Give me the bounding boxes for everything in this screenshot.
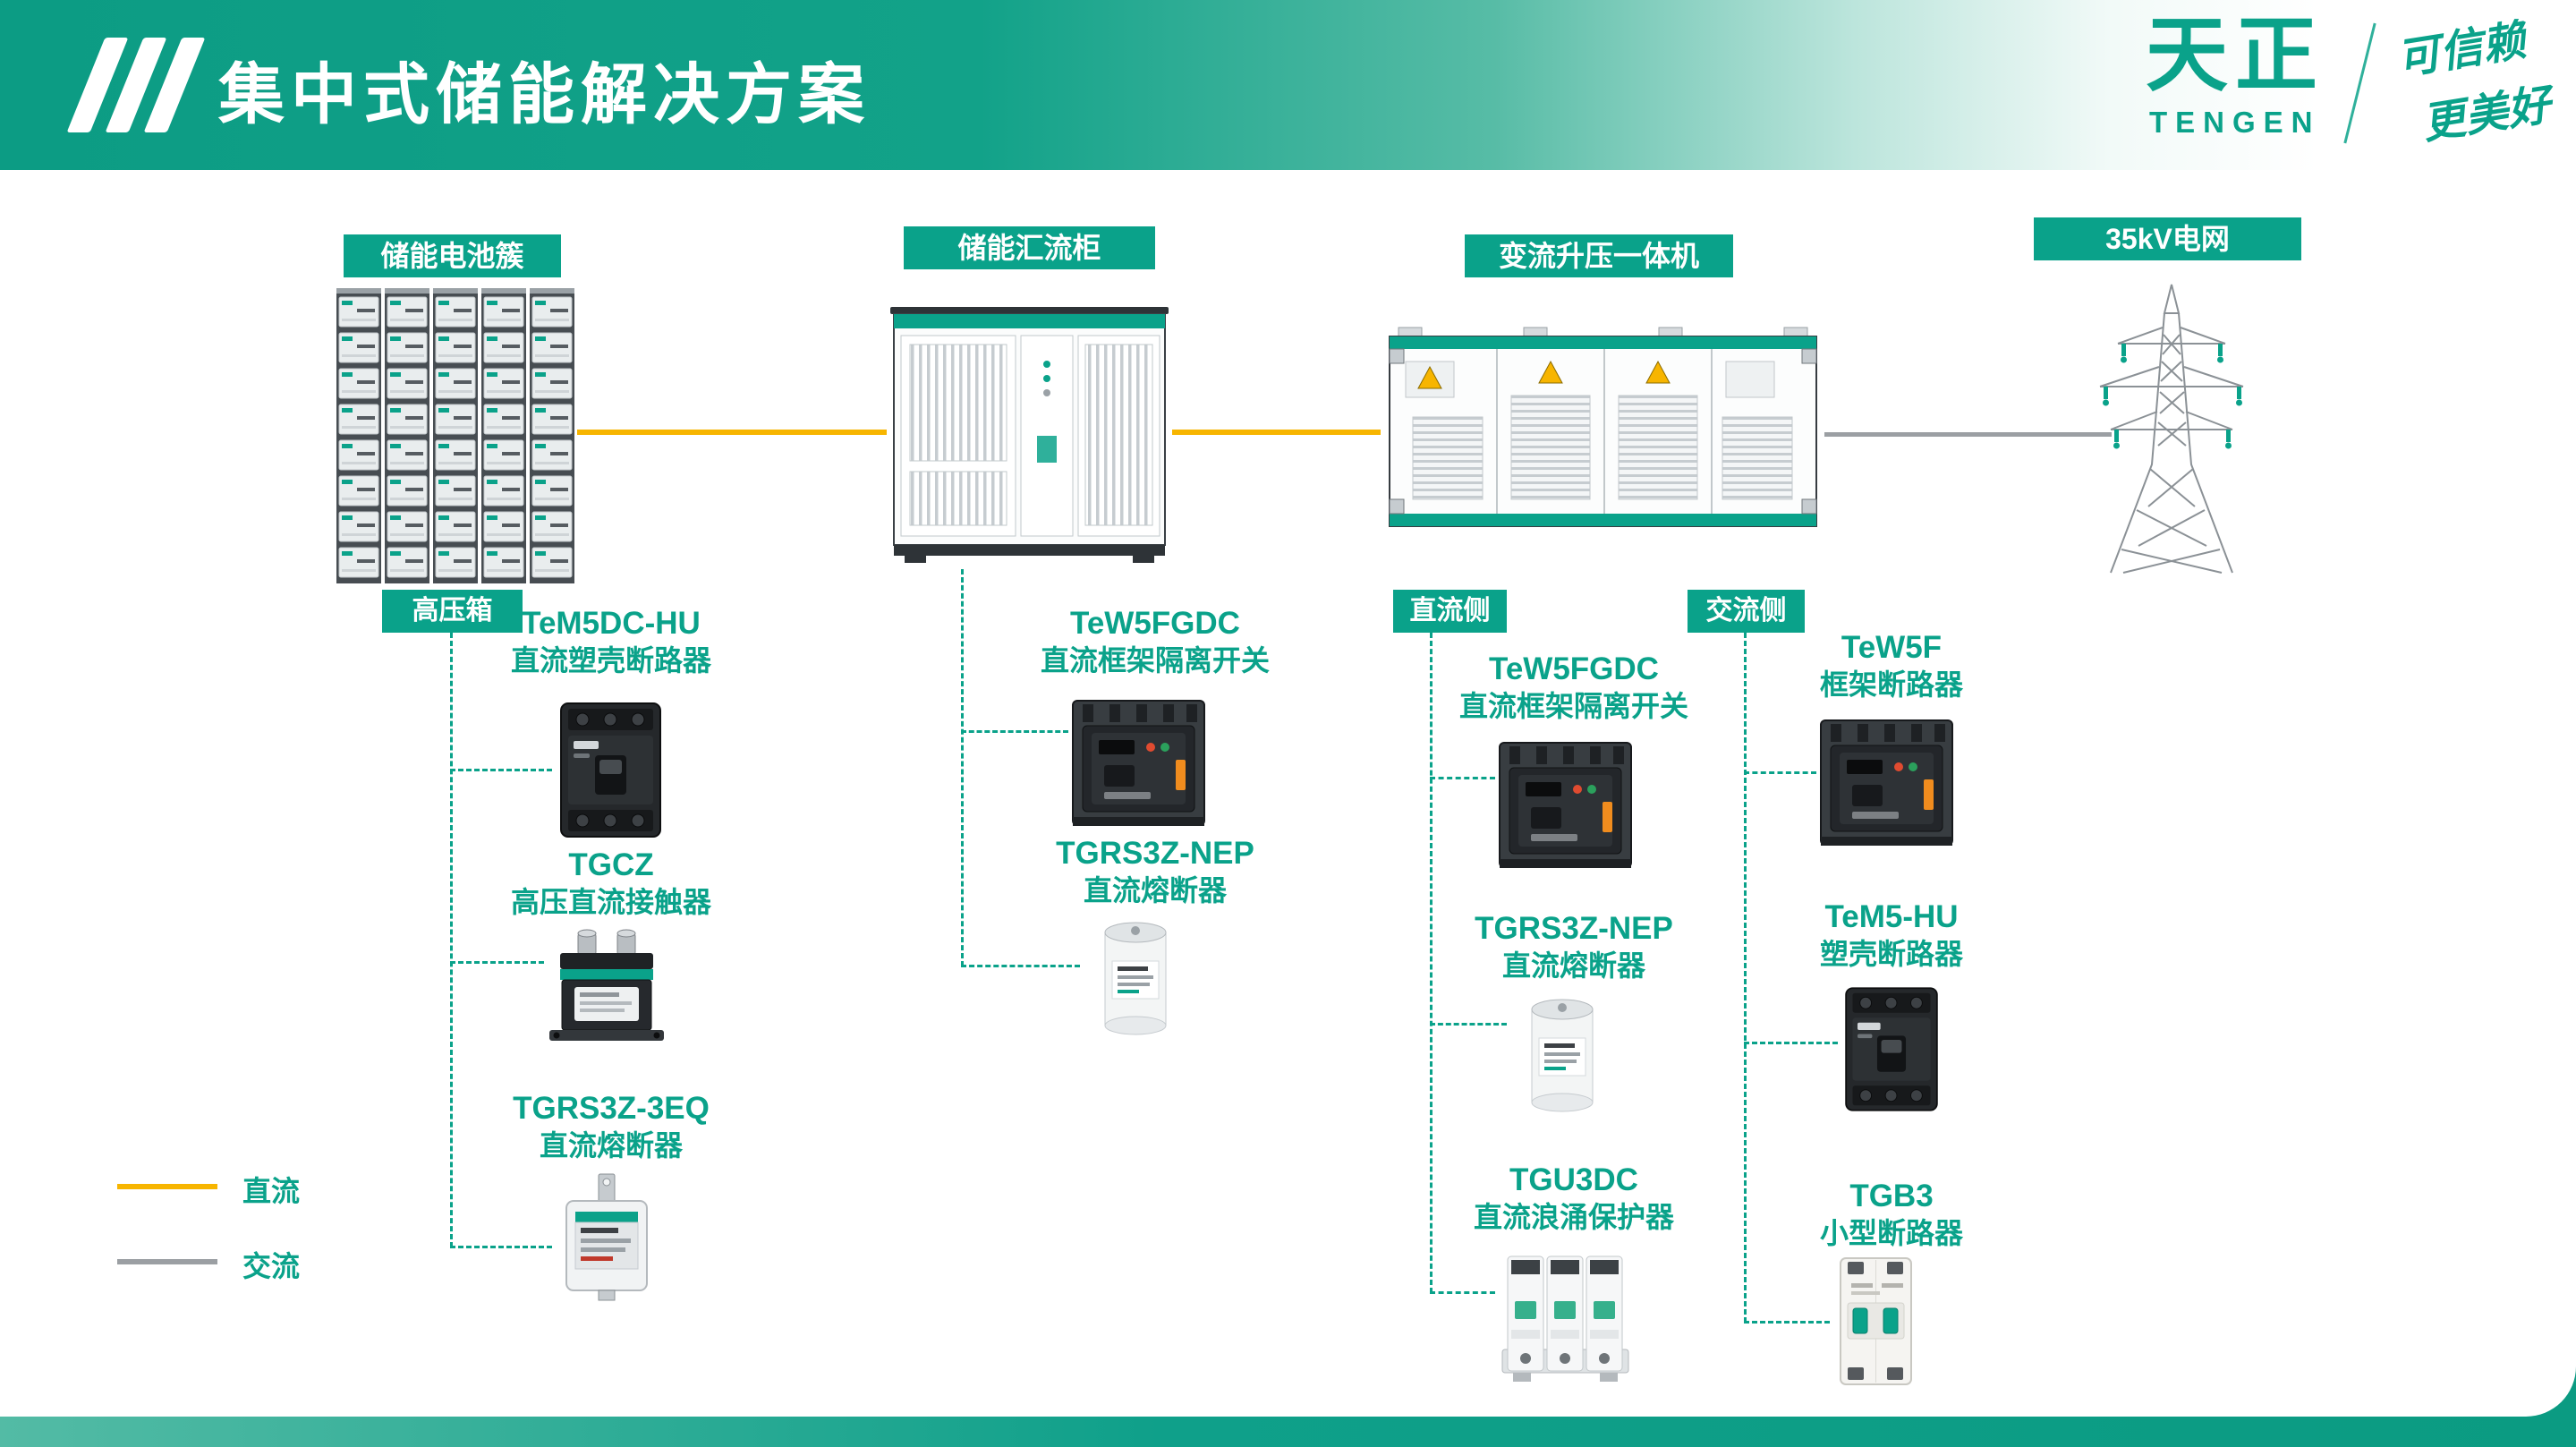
dashed-connector — [961, 965, 1080, 967]
product-label: TGB3 小型断路器 — [1739, 1178, 2044, 1251]
battery-rack-illustration — [335, 285, 578, 587]
legend-dc-line — [117, 1184, 217, 1189]
dashed-connector — [1744, 1042, 1838, 1044]
converter-station-illustration — [1381, 310, 1825, 553]
product-model: TeM5DC-HU — [522, 606, 701, 641]
footer-bar — [0, 1417, 2576, 1447]
title-stripes-icon — [66, 38, 206, 132]
product-label: TGCZ 高压直流接触器 — [459, 847, 763, 920]
product-model: TGRS3Z-NEP — [1056, 836, 1254, 871]
product-label: TeW5FGDC 直流框架隔离开关 — [1422, 651, 1726, 724]
dashed-connector — [1744, 633, 1747, 1323]
product-desc: 高压直流接触器 — [510, 886, 711, 918]
product-label: TGU3DC 直流浪涌保护器 — [1422, 1162, 1726, 1235]
dashed-connector — [1430, 1023, 1507, 1026]
dashed-connector — [961, 730, 1068, 733]
group-label-hv-box: 高压箱 — [382, 590, 523, 633]
node-label-combiner-cabinet: 储能汇流柜 — [904, 226, 1155, 269]
corner-decoration — [2476, 1366, 2576, 1417]
dc-flow-line — [1172, 430, 1381, 435]
legend-ac-label: 交流 — [242, 1250, 301, 1282]
group-label-dc-side: 直流侧 — [1393, 590, 1507, 633]
cylindrical-fuse-illustration — [1507, 992, 1619, 1119]
dashed-connector — [450, 633, 453, 1247]
dashed-connector — [450, 961, 544, 964]
product-model: TeW5FGDC — [1070, 606, 1240, 641]
product-desc: 塑壳断路器 — [1819, 938, 1963, 970]
product-model: TGCZ — [568, 847, 654, 882]
brand-logo-cn: 天正 — [2146, 10, 2325, 101]
legend-dc-label: 直流 — [242, 1175, 301, 1207]
dashed-connector — [961, 569, 964, 966]
product-desc: 直流熔断器 — [539, 1129, 683, 1162]
frame-breaker-illustration — [1816, 711, 1957, 854]
product-desc: 直流熔断器 — [1501, 949, 1645, 982]
dashed-connector — [1744, 1321, 1830, 1324]
product-desc: 直流框架隔离开关 — [1040, 644, 1270, 677]
frame-breaker-illustration — [1068, 692, 1209, 834]
node-label-battery-cluster: 储能电池簇 — [344, 234, 561, 277]
spd-illustration — [1495, 1244, 1636, 1390]
product-label: TGRS3Z-3EQ 直流熔断器 — [459, 1090, 763, 1163]
dc-contactor-illustration — [544, 926, 669, 1046]
product-desc: 直流熔断器 — [1083, 874, 1227, 907]
dashed-connector — [1744, 771, 1816, 774]
frame-breaker-illustration — [1495, 734, 1636, 876]
combiner-cabinet-illustration — [887, 302, 1172, 570]
page-title: 集中式储能解决方案 — [218, 57, 871, 132]
product-desc: 框架断路器 — [1819, 668, 1963, 701]
product-desc: 小型断路器 — [1819, 1217, 1963, 1249]
product-model: TeW5F — [1841, 630, 1943, 665]
dashed-connector — [450, 1246, 552, 1248]
dc-flow-line — [577, 430, 887, 435]
legend-ac-line — [117, 1259, 217, 1264]
product-model: TGU3DC — [1509, 1162, 1638, 1197]
header-banner: 集中式储能解决方案 天正 TENGEN 可信赖 更美好 — [0, 0, 2576, 170]
mccb-illustration — [552, 700, 669, 840]
product-model: TGRS3Z-NEP — [1475, 911, 1673, 946]
mcb-illustration — [1830, 1253, 1922, 1390]
product-label: TGRS3Z-NEP 直流熔断器 — [1422, 910, 1726, 983]
node-label-converter-station: 变流升压一体机 — [1465, 234, 1733, 277]
dashed-connector — [1430, 777, 1495, 779]
node-label-35kv-grid: 35kV电网 — [2034, 217, 2301, 260]
product-label: TeM5-HU 塑壳断路器 — [1739, 898, 2044, 972]
transmission-tower-icon — [2084, 281, 2260, 578]
product-model: TGB3 — [1849, 1179, 1934, 1213]
dashed-connector — [1430, 633, 1433, 1293]
mccb-illustration — [1838, 980, 1945, 1119]
product-model: TeM5-HU — [1824, 899, 1959, 934]
product-desc: 直流框架隔离开关 — [1458, 690, 1688, 722]
group-label-ac-side: 交流侧 — [1688, 590, 1805, 633]
brand-logo-en: TENGEN — [2149, 106, 2321, 139]
product-desc: 直流塑壳断路器 — [510, 644, 711, 677]
product-desc: 直流浪涌保护器 — [1473, 1201, 1674, 1233]
ac-flow-line — [1824, 432, 2112, 437]
product-label: TeW5FGDC 直流框架隔离开关 — [1003, 605, 1307, 678]
brand-slogan-line2: 更美好 — [2419, 81, 2555, 149]
brand-divider — [2343, 22, 2376, 144]
product-label: TeW5F 框架断路器 — [1739, 629, 2044, 702]
product-label: TGRS3Z-NEP 直流熔断器 — [1003, 835, 1307, 908]
product-model: TGRS3Z-3EQ — [513, 1091, 710, 1126]
dashed-connector — [1430, 1291, 1495, 1294]
nh-fuse-illustration — [552, 1172, 661, 1302]
product-model: TeW5FGDC — [1489, 651, 1659, 686]
cylindrical-fuse-illustration — [1080, 915, 1192, 1042]
product-label: TeM5DC-HU 直流塑壳断路器 — [459, 605, 763, 678]
dashed-connector — [450, 769, 552, 771]
